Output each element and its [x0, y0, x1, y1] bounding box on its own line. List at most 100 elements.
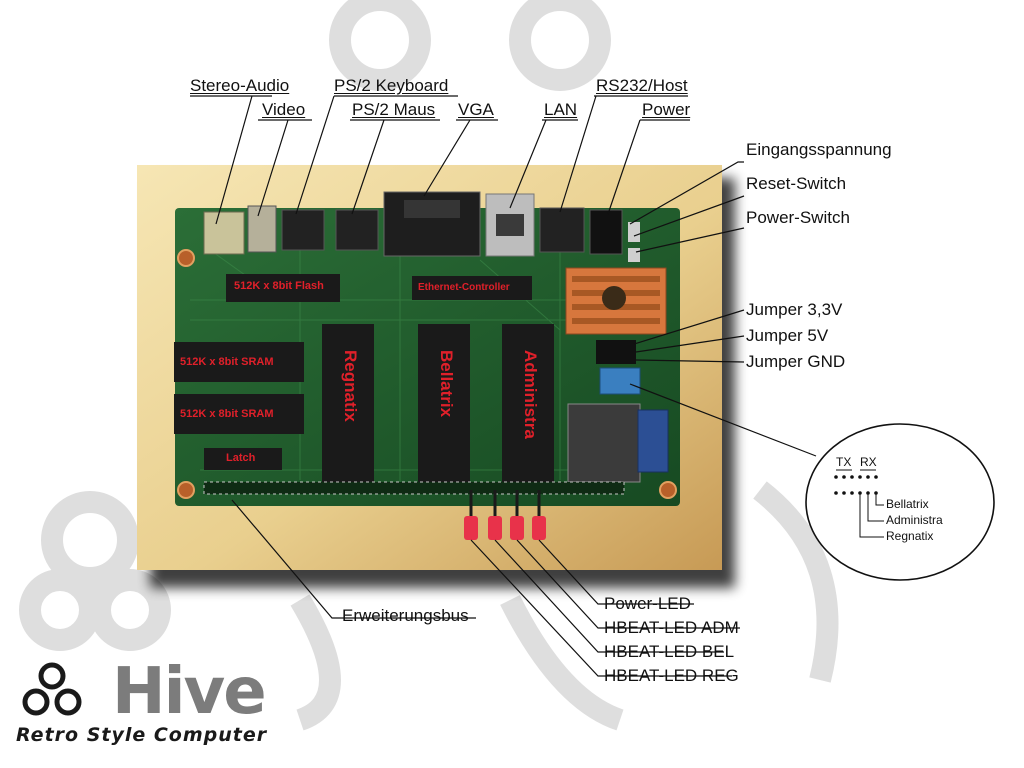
vga-port-face: [404, 200, 460, 218]
jumper-block: [596, 340, 636, 364]
led-adm: [510, 516, 524, 540]
hive-logo-tagline: Retro Style Computer: [16, 724, 268, 746]
lan-port: [485, 193, 535, 257]
watermark-circle: [19, 569, 101, 651]
label-power-led: Power-LED: [604, 594, 691, 613]
label-ps2-keyboard: PS/2 Keyboard: [334, 76, 449, 95]
watermark-circle: [329, 0, 431, 91]
label-eingangsspannung: Eingangsspannung: [746, 140, 892, 159]
watermark-arc: [500, 595, 624, 731]
leader-hbeat-bel: [494, 539, 724, 653]
audio-jack: [203, 211, 245, 255]
jumper-dip-switch: [599, 367, 641, 395]
chip-label-sram-2: 512K x 8bit SRAM: [180, 408, 274, 420]
inset-pin: [874, 475, 878, 479]
watermark-circle: [509, 0, 611, 91]
leader-ps2-maus: [350, 119, 440, 215]
heatsink: [565, 267, 667, 335]
inset-pin: [834, 475, 838, 479]
hive-logo-circle: [54, 688, 82, 716]
heatsink-fin: [572, 276, 660, 282]
leader-jumper-5v: [635, 335, 745, 353]
inset-label-bellatrix: Bellatrix: [886, 497, 929, 511]
chip-label-flash: 512K x 8bit Flash: [234, 280, 324, 292]
connectors: [203, 191, 640, 262]
led-reg: [464, 516, 478, 540]
inset-pin: [842, 491, 846, 495]
mounting-holes: [177, 249, 677, 499]
lan-port-socket: [496, 214, 524, 236]
watermark-circle: [89, 569, 171, 651]
leader-jumper-gnd: [635, 359, 745, 363]
label-hbeat-reg: HBEAT-LED REG: [604, 666, 739, 685]
leader-power: [607, 119, 690, 215]
video-jack: [247, 205, 277, 253]
chip-sram-2: [174, 394, 304, 434]
mounting-hole: [177, 249, 195, 267]
label-ps2-maus: PS/2 Maus: [352, 100, 436, 119]
label-video: Video: [262, 100, 306, 119]
chip-flash: [226, 274, 340, 302]
led-bel: [488, 516, 502, 540]
label-vga: VGA: [458, 100, 494, 119]
label-stereo-audio: Stereo-Audio: [190, 76, 290, 95]
power-jack: [589, 209, 623, 255]
chip-label-regnatix: Regnatix: [341, 350, 360, 422]
chip-label-bellatrix: Bellatrix: [437, 350, 456, 418]
watermark-arc: [753, 481, 839, 683]
chip-ethernet: [412, 276, 532, 300]
sd-socket: [567, 403, 641, 483]
label-reset-switch: Reset-Switch: [746, 174, 847, 193]
hive-logo-mark: [22, 662, 82, 716]
leader-power-led: [538, 539, 694, 605]
chip-sram-1: [174, 342, 304, 382]
inset-label-tx: TX: [836, 455, 852, 469]
inset-wires: [859, 493, 884, 538]
leds: [464, 490, 546, 540]
label-erweiterungsbus: Erweiterungsbus: [342, 606, 469, 625]
leader-rs232-host: [559, 95, 688, 213]
rs232-host-port: [539, 207, 585, 253]
sd-card: [637, 409, 669, 473]
power-switch: [628, 248, 640, 262]
leader-jumper-33v: [633, 309, 745, 345]
mounting-hole: [177, 481, 195, 499]
leader-erweiterungsbus: [231, 499, 476, 619]
watermark-shapes: [19, 0, 839, 731]
chip-latch: [204, 448, 282, 470]
leader-reset-switch: [633, 195, 745, 237]
chip-label-ethernet: Ethernet-Controller: [418, 282, 510, 293]
label-rs232-host: RS232/Host: [596, 76, 688, 95]
inset-pin: [850, 491, 854, 495]
propeller-chips: [322, 324, 554, 488]
label-jumper-33v: Jumper 3,3V: [746, 300, 843, 319]
chip-bellatrix: [418, 324, 470, 488]
leader-stereo-audio: [190, 95, 272, 225]
leader-lan: [509, 119, 578, 209]
chip-regnatix: [322, 324, 374, 488]
heatsink-fin: [572, 318, 660, 324]
chip-administra: [502, 324, 554, 488]
ps2-mouse-port: [335, 209, 379, 251]
hive-logo-circle: [38, 662, 66, 690]
expansion-bus-header: [203, 481, 625, 495]
leader-lines: [190, 95, 817, 677]
label-hbeat-adm: HBEAT-LED ADM: [604, 618, 739, 637]
label-power: Power: [642, 100, 691, 119]
leader-hbeat-adm: [516, 539, 740, 629]
label-lan: LAN: [544, 100, 578, 119]
watermark-arc: [290, 594, 341, 731]
leader-video: [257, 119, 312, 217]
jumper-inset: [805, 423, 995, 581]
label-power-switch: Power-Switch: [746, 208, 850, 227]
inset-pin: [834, 491, 838, 495]
label-hbeat-bel: HBEAT-LED BEL: [604, 642, 735, 661]
watermark-circle: [41, 491, 139, 589]
led-legs: [469, 490, 541, 516]
label-jumper-gnd: Jumper GND: [746, 352, 846, 371]
memory-chips: [174, 274, 532, 470]
mounting-hole: [659, 481, 677, 499]
hive-logo-wordmark: Hive: [112, 655, 267, 729]
